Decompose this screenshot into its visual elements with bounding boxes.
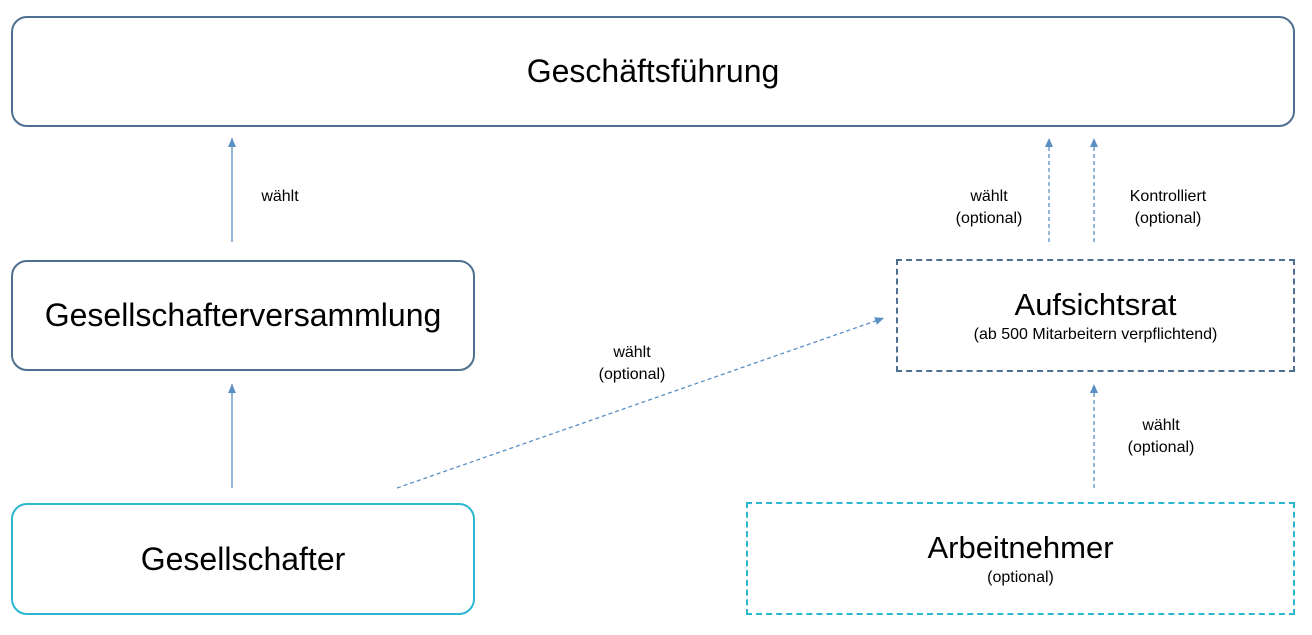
edge-label-ar-to-gf: wählt (optional) [939,186,1039,230]
edge-label-line: (optional) [1134,210,1202,227]
edge-label-gv-to-gf: wählt [240,186,320,208]
aufsichtsrat-box: Aufsichtsrat (ab 500 Mitarbeitern verpfl… [896,259,1295,372]
edge-label-line: wählt [970,188,1008,205]
edge-label-line: Kontrolliert [1129,188,1207,205]
arbeitnehmer-title: Arbeitnehmer [927,529,1114,565]
edge-label-line: wählt [1142,417,1180,434]
aufsichtsrat-title: Aufsichtsrat [1014,286,1177,322]
edge-label-line: wählt [261,188,299,205]
edge-label-gs-to-ar: wählt (optional) [582,342,682,386]
gesellschafter-box: Gesellschafter [11,503,475,615]
edge-label-line: (optional) [955,210,1023,227]
gesellschafter-title: Gesellschafter [140,540,346,577]
geschaeftsfuehrung-box: Geschäftsführung [11,16,1295,127]
edge-label-an-to-ar: wählt (optional) [1111,415,1211,459]
edge-label-line: (optional) [1127,439,1195,456]
gesellschafterversammlung-title: Gesellschafterversammlung [44,297,442,334]
edge-label-line: wählt [613,344,651,361]
gesellschafterversammlung-box: Gesellschafterversammlung [11,260,475,371]
edge-label-line: (optional) [598,366,666,383]
edge-label-ar-controls-gf: Kontrolliert (optional) [1108,186,1228,230]
arrow-gs-to-ar [396,317,885,489]
arbeitnehmer-subtitle: (optional) [987,569,1054,587]
geschaeftsfuehrung-title: Geschäftsführung [526,53,780,90]
aufsichtsrat-subtitle: (ab 500 Mitarbeitern verpflichtend) [973,326,1218,344]
arbeitnehmer-box: Arbeitnehmer (optional) [746,502,1295,615]
